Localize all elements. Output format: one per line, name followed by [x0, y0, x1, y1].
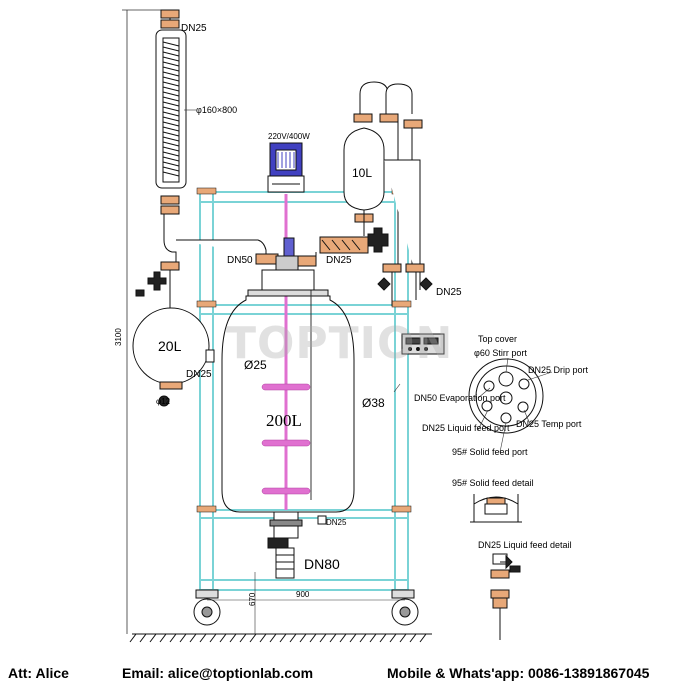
- label-phi38: Ø38: [362, 396, 385, 410]
- label-phi12: φ12: [156, 397, 171, 406]
- reactor-top-fittings: [255, 237, 317, 291]
- coil-condenser: [155, 9, 267, 271]
- support-frame: [199, 191, 409, 591]
- label-reactor-200l: 200L: [266, 411, 302, 430]
- liquid-feed-detail: [490, 553, 521, 640]
- top-cover-title: Top cover: [478, 334, 518, 344]
- watermark: TOPTION: [226, 318, 454, 369]
- feed-flask-10l: [343, 81, 433, 306]
- receiving-flask-20l: [132, 270, 215, 407]
- dimension-lines: [207, 572, 405, 634]
- stirrer-motor: [267, 142, 305, 193]
- label-condenser-size: φ160×800: [196, 105, 238, 115]
- ground-hatch: [129, 633, 432, 643]
- top-cover-port-temp: DN25 Temp port: [516, 419, 582, 429]
- label-flask-10l: 10L: [352, 166, 373, 180]
- solid-feed-detail: [470, 494, 522, 523]
- label-motor-power: 220V/400W: [268, 132, 310, 141]
- top-cover-port-stirr: φ60 Stirr port: [474, 348, 527, 358]
- footer-email: Email: alice@toptionlab.com: [122, 665, 314, 681]
- footer-mobile: Mobile & Whats'app: 0086-13891867045: [387, 665, 650, 681]
- label-dn25-bottom: DN25: [326, 518, 347, 527]
- top-cover-port-solid: 95# Solid feed port: [452, 447, 528, 457]
- control-panel: [393, 333, 445, 393]
- label-dn25-left: DN25: [186, 369, 212, 380]
- liquid-feed-detail-label: DN25 Liquid feed detail: [478, 540, 572, 550]
- label-height: 3100: [114, 328, 123, 346]
- top-cover-port-liquid: DN25 Liquid feed port: [422, 423, 510, 433]
- label-dn80: DN80: [304, 556, 340, 572]
- solid-feed-detail-label: 95# Solid feed detail: [452, 478, 534, 488]
- label-dn25-mid: DN25: [326, 255, 352, 266]
- top-cover-leaders: [477, 357, 553, 453]
- top-cover-port-evaporation: DN50 Evaporation port: [414, 393, 506, 403]
- top-cover-port-drip: DN25 Drip port: [528, 365, 589, 375]
- label-bottom-height: 670: [248, 592, 257, 606]
- label-width: 900: [296, 590, 310, 599]
- label-flask-20l: 20L: [158, 338, 182, 354]
- label-dn25-top: DN25: [181, 23, 207, 34]
- impellers: [261, 383, 311, 495]
- top-cover-plan: [468, 358, 544, 434]
- caster-right: [391, 589, 419, 626]
- caster-left: [193, 589, 221, 626]
- footer-att: Att: Alice: [8, 665, 69, 681]
- feed-piping: [315, 227, 389, 262]
- reactor-vessel-200l: [221, 278, 355, 579]
- label-dn50: DN50: [227, 255, 253, 266]
- label-dn25-right: DN25: [436, 287, 462, 298]
- label-phi25: Ø25: [244, 358, 267, 372]
